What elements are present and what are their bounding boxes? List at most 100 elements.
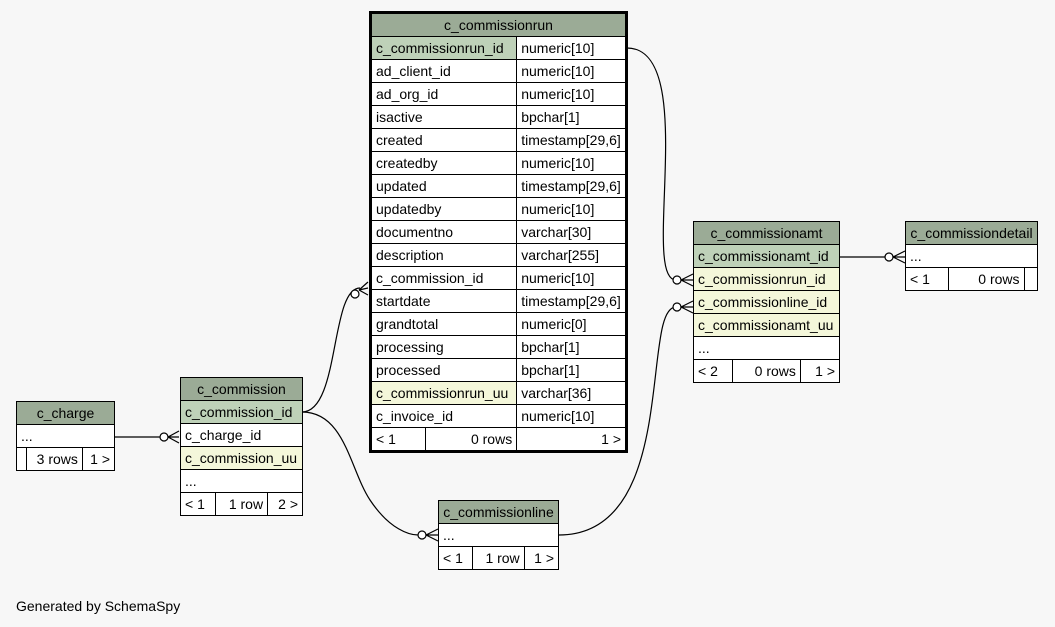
column-row[interactable]: c_commission_id bbox=[180, 400, 303, 424]
column-row[interactable]: c_commissionrun_id bbox=[693, 267, 840, 291]
column-name[interactable]: c_commissionamt_id bbox=[693, 244, 840, 268]
column-name[interactable]: c_commission_uu bbox=[180, 446, 303, 470]
table-title[interactable]: c_commission bbox=[180, 377, 303, 401]
parents-count[interactable]: < 1 bbox=[437, 546, 474, 570]
column-name[interactable]: ... bbox=[180, 469, 303, 493]
column-name[interactable]: c_commissionrun_uu bbox=[369, 381, 518, 405]
column-type: bpchar[1] bbox=[516, 335, 627, 359]
parents-count[interactable]: < 1 bbox=[904, 267, 950, 291]
column-name[interactable]: isactive bbox=[369, 105, 518, 129]
column-row[interactable]: ... bbox=[438, 523, 559, 547]
column-row[interactable]: c_charge_id bbox=[180, 423, 303, 447]
column-type: numeric[10] bbox=[516, 82, 627, 106]
children-count[interactable] bbox=[1023, 267, 1038, 291]
children-count[interactable]: 2 > bbox=[267, 492, 303, 516]
column-name[interactable]: c_commissionrun_id bbox=[693, 267, 840, 291]
column-type: varchar[36] bbox=[516, 381, 627, 405]
children-count[interactable]: 1 > bbox=[523, 546, 560, 570]
column-name[interactable]: updatedby bbox=[369, 197, 518, 221]
crowfoot-marker bbox=[425, 528, 439, 542]
column-type: numeric[10] bbox=[516, 151, 627, 175]
column-name[interactable]: created bbox=[369, 128, 518, 152]
column-row[interactable]: ... bbox=[180, 469, 303, 493]
children-count[interactable]: 1 > bbox=[516, 427, 627, 452]
optional-marker bbox=[884, 252, 894, 262]
column-name[interactable]: c_commissionamt_uu bbox=[693, 313, 840, 337]
link-commission-commissionline bbox=[301, 411, 419, 536]
column-name[interactable]: ... bbox=[16, 424, 115, 448]
column-name[interactable]: ... bbox=[693, 336, 840, 360]
column-name[interactable]: ... bbox=[438, 523, 559, 547]
table-title[interactable]: c_commissionamt bbox=[693, 221, 840, 245]
column-name[interactable]: createdby bbox=[369, 151, 518, 175]
column-name[interactable]: ad_client_id bbox=[369, 59, 518, 83]
column-name[interactable]: description bbox=[369, 243, 518, 267]
table-title[interactable]: c_commissiondetail bbox=[905, 221, 1038, 245]
column-row[interactable]: ... bbox=[905, 244, 1038, 268]
link-commission-commissionrun bbox=[301, 287, 361, 413]
column-name[interactable]: c_commissionrun_id bbox=[369, 36, 518, 60]
column-name[interactable]: c_invoice_id bbox=[369, 404, 518, 428]
column-type: timestamp[29,6] bbox=[516, 174, 627, 198]
children-count[interactable]: 1 > bbox=[81, 447, 116, 471]
table-title[interactable]: c_commissionline bbox=[438, 500, 559, 524]
column-type: numeric[10] bbox=[516, 197, 627, 221]
column-row[interactable]: ... bbox=[693, 336, 840, 360]
column-name[interactable]: processed bbox=[369, 358, 518, 382]
column-row[interactable]: c_commissionamt_uu bbox=[693, 313, 840, 337]
column-name[interactable]: updated bbox=[369, 174, 518, 198]
column-row[interactable]: c_commissionline_id bbox=[693, 290, 840, 314]
optional-marker bbox=[417, 530, 427, 540]
column-type: varchar[255] bbox=[516, 243, 627, 267]
column-row[interactable]: c_commission_uu bbox=[180, 446, 303, 470]
column-type: numeric[10] bbox=[516, 36, 627, 60]
parents-count[interactable] bbox=[16, 447, 27, 471]
column-name[interactable]: documentno bbox=[369, 220, 518, 244]
column-name[interactable]: startdate bbox=[369, 289, 518, 313]
column-name[interactable]: c_commission_id bbox=[369, 266, 518, 290]
table-title[interactable]: c_charge bbox=[16, 401, 115, 425]
column-name[interactable]: ad_org_id bbox=[369, 82, 518, 106]
column-name[interactable]: grandtotal bbox=[369, 312, 518, 336]
column-name[interactable]: c_commissionline_id bbox=[693, 290, 840, 314]
parents-count[interactable]: < 1 bbox=[370, 427, 426, 452]
parents-count[interactable]: < 2 bbox=[693, 359, 733, 383]
table-title[interactable]: c_commissionrun bbox=[370, 12, 627, 37]
parents-count[interactable]: < 1 bbox=[180, 492, 216, 516]
column-row[interactable]: ... bbox=[16, 424, 115, 448]
column-name[interactable]: c_commission_id bbox=[180, 400, 303, 424]
link-commissionrun-commissionamt bbox=[626, 47, 677, 281]
column-name[interactable]: processing bbox=[369, 335, 518, 359]
column-type: numeric[0] bbox=[516, 312, 627, 336]
column-name[interactable]: c_charge_id bbox=[180, 423, 303, 447]
children-count[interactable]: 1 > bbox=[799, 359, 841, 383]
column-name[interactable]: ... bbox=[905, 244, 1038, 268]
crowfoot-marker bbox=[167, 430, 180, 444]
column-row[interactable]: c_commissionamt_id bbox=[693, 244, 840, 268]
